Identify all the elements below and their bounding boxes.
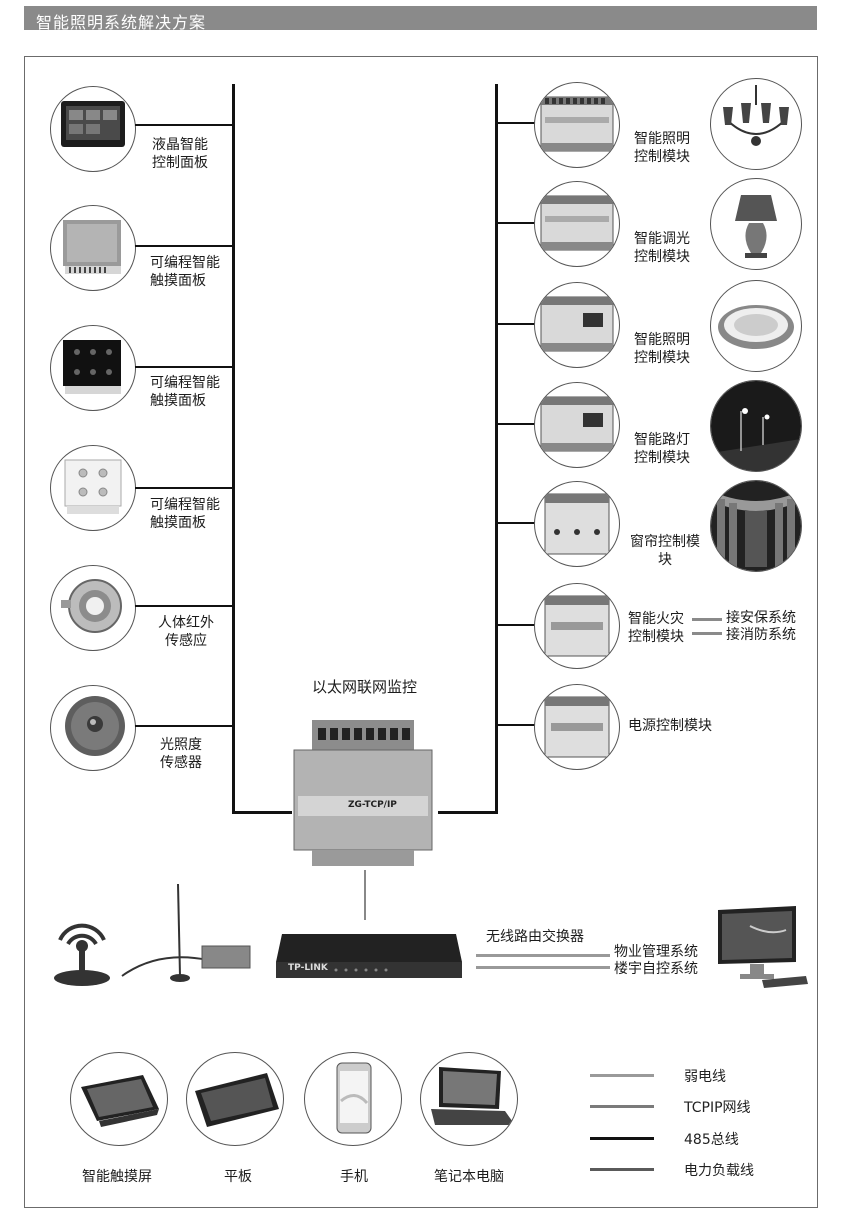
laptop-icon <box>420 1052 518 1146</box>
table-lamp-icon <box>710 178 802 270</box>
touch-panel-icon <box>50 205 136 291</box>
router-system-line-2 <box>476 966 610 969</box>
gateway-device: ZG-TCP/IP <box>290 718 436 868</box>
legend-label-3: 485总线 <box>684 1132 739 1148</box>
legend-label-1: 弱电线 <box>684 1069 726 1085</box>
system-label-2: 楼宇自控系统 <box>614 961 698 977</box>
legend-line-1 <box>590 1074 654 1077</box>
chandelier-icon <box>710 78 802 170</box>
panel-connector-4 <box>135 487 233 489</box>
curtain-module-icon <box>534 481 620 567</box>
panel-label-6: 光照度 传感器 <box>160 737 202 771</box>
module-label-6: 智能火灾 控制模块 <box>628 611 684 645</box>
power-module-icon <box>534 684 620 770</box>
device-label-4: 笔记本电脑 <box>434 1169 504 1185</box>
router-label: 无线路由交换器 <box>486 929 584 945</box>
gateway-device-icon <box>293 720 433 866</box>
panel-connector-2 <box>135 245 233 247</box>
module-connector-2 <box>497 222 535 224</box>
legend-label-4: 电力负载线 <box>684 1163 754 1179</box>
module-connector-5 <box>497 522 535 524</box>
desktop-computer-icon <box>710 906 810 990</box>
light-sensor-icon <box>50 685 136 771</box>
page-title: 智能照明系统解决方案 <box>36 13 207 32</box>
module-connector-3 <box>497 323 535 325</box>
tablet-icon <box>186 1052 284 1146</box>
module-label-1: 智能照明 控制模块 <box>634 131 690 165</box>
fire-link-label: 接消防系统 <box>726 627 796 643</box>
touchscreen-icon <box>70 1052 168 1146</box>
device-label-1: 智能触摸屏 <box>82 1169 152 1185</box>
legend-line-2 <box>590 1105 654 1108</box>
router-icon: TP-LINK <box>276 924 462 982</box>
left-bus-foot <box>232 811 292 814</box>
fire-module-icon <box>534 583 620 669</box>
legend-line-3 <box>590 1137 654 1140</box>
module-connector-7 <box>497 724 535 726</box>
diagram-frame <box>24 56 818 1208</box>
street-light-icon <box>710 380 802 472</box>
lighting-module-2-icon <box>534 282 620 368</box>
lcd-panel-icon <box>50 86 136 172</box>
lighting-module-icon <box>534 82 620 168</box>
module-connector-6 <box>497 624 535 626</box>
ceiling-lamp-icon <box>710 280 802 372</box>
legend-line-4 <box>590 1168 654 1171</box>
wifi-antenna-icon <box>46 900 118 990</box>
device-label-3: 手机 <box>340 1169 368 1185</box>
panel-connector-5 <box>135 605 233 607</box>
module-label-5: 窗帘控制模 块 <box>630 534 700 568</box>
module-label-4: 智能路灯 控制模块 <box>634 432 690 466</box>
fire-link-line <box>692 632 722 635</box>
title-bar: 智能照明系统解决方案 <box>24 6 817 32</box>
panel-label-2: 可编程智能 触摸面板 <box>150 255 220 289</box>
right-bus-foot <box>438 811 498 814</box>
module-label-2: 智能调光 控制模块 <box>634 231 690 265</box>
router-system-line-1 <box>476 954 610 957</box>
module-label-3: 智能照明 控制模块 <box>634 332 690 366</box>
security-link-label: 接安保系统 <box>726 610 796 626</box>
touch-panel-white-icon <box>50 445 136 531</box>
right-bus-line <box>495 84 498 814</box>
gateway-router-line <box>364 870 366 920</box>
module-label-7: 电源控制模块 <box>628 718 712 734</box>
panel-connector-3 <box>135 366 233 368</box>
left-bus-line <box>232 84 235 814</box>
touch-panel-black-icon <box>50 325 136 411</box>
legend-label-2: TCPIP网线 <box>684 1100 751 1116</box>
curtain-icon <box>710 480 802 572</box>
antenna-receiver-icon <box>118 880 258 990</box>
module-connector-1 <box>497 122 535 124</box>
security-link-line <box>692 618 722 621</box>
panel-label-1: 液晶智能 控制面板 <box>152 137 208 171</box>
pir-sensor-icon <box>50 565 136 651</box>
gateway-title: 以太网联网监控 <box>312 678 418 696</box>
dimming-module-icon <box>534 181 620 267</box>
router-brand: TP-LINK <box>288 963 328 973</box>
module-connector-4 <box>497 423 535 425</box>
gateway-model-label: ZG-TCP/IP <box>348 800 397 810</box>
panel-connector-1 <box>135 124 233 126</box>
device-label-2: 平板 <box>224 1169 252 1185</box>
panel-connector-6 <box>135 725 233 727</box>
panel-label-5: 人体红外 传感应 <box>158 615 214 649</box>
system-label-1: 物业管理系统 <box>614 944 698 960</box>
street-light-module-icon <box>534 382 620 468</box>
phone-icon <box>304 1052 402 1146</box>
panel-label-3: 可编程智能 触摸面板 <box>150 375 220 409</box>
panel-label-4: 可编程智能 触摸面板 <box>150 497 220 531</box>
